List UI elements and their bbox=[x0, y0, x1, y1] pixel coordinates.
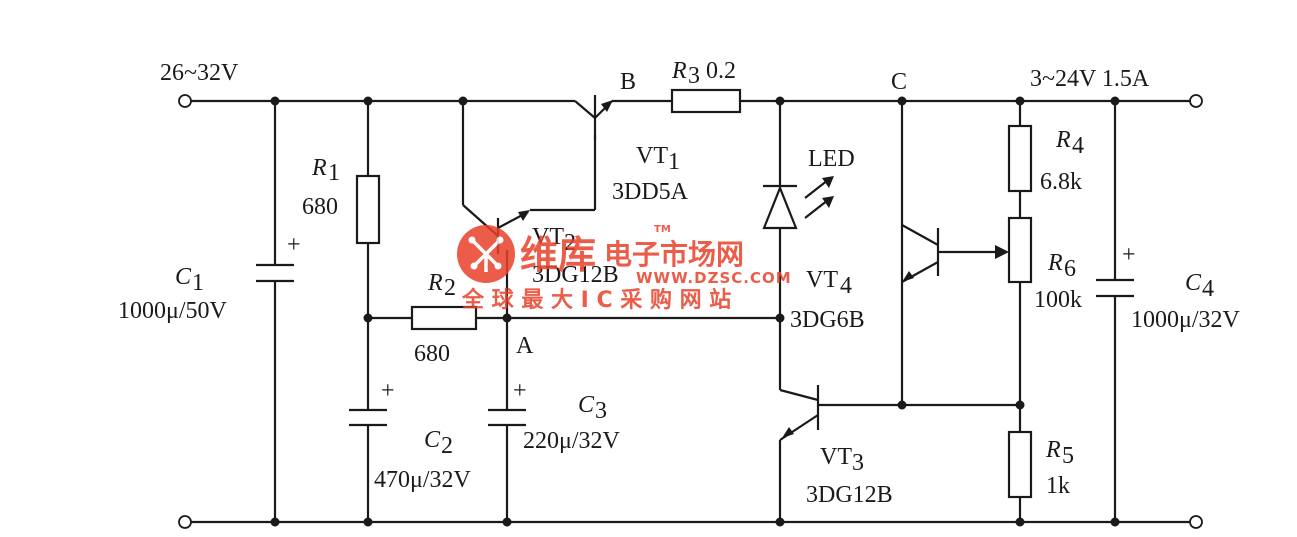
output-terminal-top bbox=[1189, 94, 1203, 108]
vt4-name: VT bbox=[806, 267, 838, 293]
c1-sub: 1 bbox=[192, 270, 204, 296]
input-terminal-bottom bbox=[178, 515, 192, 529]
watermark-logo-icon bbox=[457, 225, 515, 283]
watermark-slogan: 全 球 最 大 I C 采 购 网 站 bbox=[461, 287, 731, 313]
watermark-url: WWW.DZSC.COM bbox=[636, 269, 792, 287]
c3-plus: + bbox=[513, 378, 527, 404]
r3-value: 0.2 bbox=[706, 58, 736, 84]
vt2-sub: 2 bbox=[564, 230, 576, 256]
node-b-label: B bbox=[620, 69, 636, 95]
node-a-label: A bbox=[516, 333, 534, 359]
r3-sub: 3 bbox=[688, 63, 700, 89]
c4-value: 1000μ/32V bbox=[1131, 307, 1241, 333]
r2-sub: 2 bbox=[444, 275, 456, 301]
c1-value: 1000μ/50V bbox=[118, 298, 228, 324]
wiring bbox=[191, 99, 1190, 524]
watermark: 维库 电子市场网 TM WWW.DZSC.COM 全 球 最 大 I C 采 购… bbox=[457, 224, 792, 313]
r1-name: R bbox=[311, 155, 327, 181]
output-spec-label: 3~24V 1.5A bbox=[1030, 66, 1150, 92]
watermark-brand: 维库 bbox=[520, 233, 596, 277]
r1-value: 680 bbox=[302, 194, 338, 220]
capacitor-c4 bbox=[1096, 278, 1134, 298]
resistor-r3 bbox=[670, 88, 742, 114]
resistor-r1 bbox=[355, 174, 381, 245]
c3-value: 220μ/32V bbox=[523, 428, 621, 454]
vt1-sub: 1 bbox=[668, 149, 680, 175]
r4-name: R bbox=[1055, 127, 1071, 153]
c4-name: C bbox=[1185, 270, 1202, 296]
c3-sub: 3 bbox=[595, 398, 607, 424]
watermark-brand-suffix: 电子市场网 bbox=[604, 238, 744, 271]
c4-sub: 4 bbox=[1202, 276, 1214, 302]
node-c-label: C bbox=[891, 69, 907, 95]
input-voltage-label: 26~32V bbox=[160, 60, 239, 86]
r6-value: 100k bbox=[1034, 287, 1082, 313]
vt1-value: 3DD5A bbox=[612, 179, 689, 205]
output-terminal-bottom bbox=[1189, 515, 1203, 529]
vt2-name: VT bbox=[532, 224, 564, 250]
resistor-r6 bbox=[1007, 216, 1033, 284]
vt3-sub: 3 bbox=[852, 450, 864, 476]
led-label: LED bbox=[808, 146, 855, 172]
c2-value: 470μ/32V bbox=[374, 467, 472, 493]
c2-name: C bbox=[424, 427, 441, 453]
vt4-value: 3DG6B bbox=[790, 307, 865, 333]
polarity-marks: + + + + bbox=[287, 232, 1136, 404]
resistors bbox=[355, 88, 1033, 499]
r6-sub: 6 bbox=[1064, 256, 1076, 282]
transistor-vt4 bbox=[901, 224, 940, 283]
resistor-r2 bbox=[410, 305, 478, 331]
c1-plus: + bbox=[287, 232, 301, 258]
r2-value: 680 bbox=[414, 341, 450, 367]
vt1-name: VT bbox=[636, 143, 668, 169]
led-symbol bbox=[762, 176, 834, 230]
vt3-value: 3DG12B bbox=[806, 482, 893, 508]
input-terminal-top bbox=[178, 94, 192, 108]
c3-name: C bbox=[578, 392, 595, 418]
c2-sub: 2 bbox=[441, 433, 453, 459]
watermark-tm: TM bbox=[654, 224, 671, 235]
junction-dots bbox=[270, 96, 1120, 527]
c2-plus: + bbox=[381, 378, 395, 404]
r4-value: 6.8k bbox=[1040, 169, 1082, 195]
c1-name: C bbox=[175, 264, 192, 290]
vt4-sub: 4 bbox=[840, 273, 852, 299]
terminals bbox=[178, 94, 1203, 529]
capacitor-c3 bbox=[488, 408, 526, 427]
r5-sub: 5 bbox=[1062, 443, 1074, 469]
transistor-vt3 bbox=[779, 385, 820, 441]
r6-wiper-arrow bbox=[995, 245, 1009, 259]
transistor-vt1 bbox=[574, 95, 613, 140]
c4-plus: + bbox=[1122, 242, 1136, 268]
capacitor-c2 bbox=[349, 408, 387, 427]
vt3-name: VT bbox=[820, 444, 852, 470]
r3-name: R bbox=[671, 58, 687, 84]
r6-name: R bbox=[1047, 250, 1063, 276]
resistor-r4 bbox=[1007, 124, 1033, 193]
resistor-r5 bbox=[1007, 430, 1033, 499]
r5-value: 1k bbox=[1046, 473, 1070, 499]
labels: 26~32V 3~24V 1.5A B C A R 3 0.2 R 1 680 … bbox=[118, 58, 1241, 508]
r2-name: R bbox=[427, 270, 443, 296]
capacitors bbox=[256, 263, 1134, 427]
r5-name: R bbox=[1045, 437, 1061, 463]
r4-sub: 4 bbox=[1072, 133, 1084, 159]
r1-sub: 1 bbox=[328, 160, 340, 186]
vt2-value: 3DG12B bbox=[532, 262, 619, 288]
capacitor-c1 bbox=[256, 263, 294, 283]
